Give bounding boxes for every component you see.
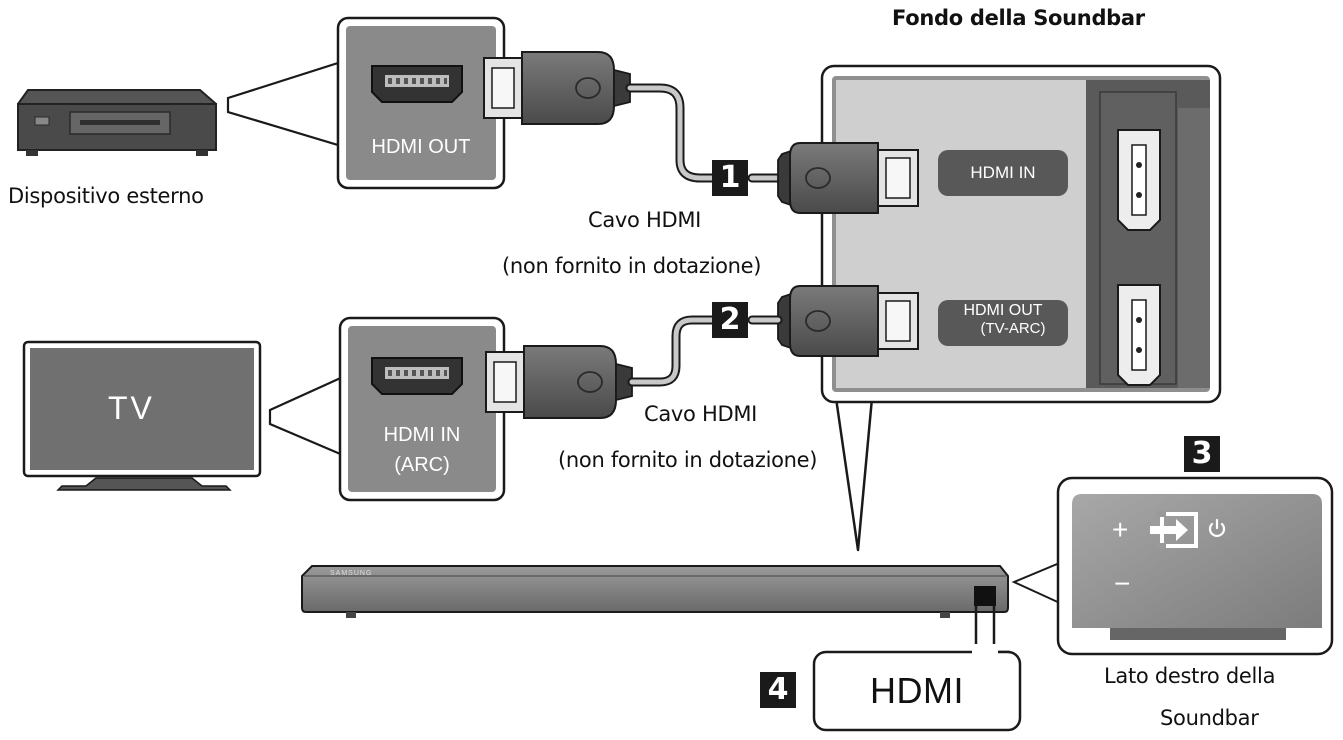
side-label-line2: Soundbar: [1160, 706, 1259, 730]
external-device-label: Dispositivo esterno: [8, 184, 204, 208]
side-minus-label: −: [1114, 568, 1131, 599]
tv-arc-label: (ARC): [394, 454, 450, 476]
hdmi-plug-tv-icon: [485, 345, 633, 419]
step-4-badge: 4: [760, 672, 796, 708]
soundbar-hdmi-out-label: HDMI OUT: [963, 302, 1043, 319]
soundbar-bottom-panel: [820, 64, 1222, 552]
tv-screen-text: TV: [108, 390, 155, 426]
page-title: Fondo della Soundbar: [892, 6, 1145, 30]
hdmi-cable-1: [625, 83, 717, 183]
hdmi-port-icon: [371, 65, 463, 103]
device-hdmi-out-label: HDMI OUT: [371, 136, 471, 158]
hdmi-plug-soundbar-2-icon: [777, 285, 919, 357]
panel-device-hdmi-out: [336, 16, 506, 190]
external-device-icon: [17, 89, 217, 156]
soundbar-icon: [301, 565, 1009, 618]
soundbar-hdmi-in-label: HDMI IN: [970, 163, 1036, 182]
hdmi-plug-soundbar-1-icon: [777, 142, 919, 214]
hdmi-callout-label: HDMI: [870, 670, 964, 711]
side-panel-pointer: [1011, 560, 1063, 606]
brand-logo: SAMSUNG: [330, 570, 373, 577]
device-callout-pointer: [226, 61, 340, 147]
tv-callout-pointer: [268, 374, 347, 458]
side-plus-label: +: [1112, 514, 1129, 545]
hdmi-out-label-bg: [938, 300, 1068, 346]
cable-1-note: (non fornito in dotazione): [502, 254, 762, 278]
hdmi-callout-connector: [812, 606, 1022, 732]
cable-2-note: (non fornito in dotazione): [558, 448, 818, 472]
hdmi-plug-icon: [483, 51, 631, 125]
soundbar-hdmi-in-port-icon: [1117, 129, 1161, 231]
hdmi-port-tv-icon: [371, 357, 463, 395]
hdmi-cable-2: [627, 315, 717, 387]
step-2-badge: 2: [712, 302, 748, 338]
tv-icon: [22, 340, 262, 491]
soundbar-hdmi-out-arc-label: (TV-ARC): [980, 320, 1046, 337]
soundbar-side-panel: [1056, 476, 1334, 656]
hdmi-in-label-bg: [938, 150, 1068, 196]
input-source-icon: [1150, 511, 1198, 549]
cable-1-label: Cavo HDMI: [588, 208, 702, 232]
tv-hdmi-in-label: HDMI IN: [383, 424, 461, 446]
step-3-badge: 3: [1184, 436, 1220, 472]
power-icon: [1208, 518, 1226, 537]
panel-tv-hdmi-in: [338, 316, 506, 502]
step-1-badge: 1: [712, 160, 748, 196]
side-label-line1: Lato destro della: [1104, 664, 1276, 688]
soundbar-hdmi-out-port-icon: [1117, 284, 1161, 386]
cable-2-label: Cavo HDMI: [644, 402, 758, 426]
